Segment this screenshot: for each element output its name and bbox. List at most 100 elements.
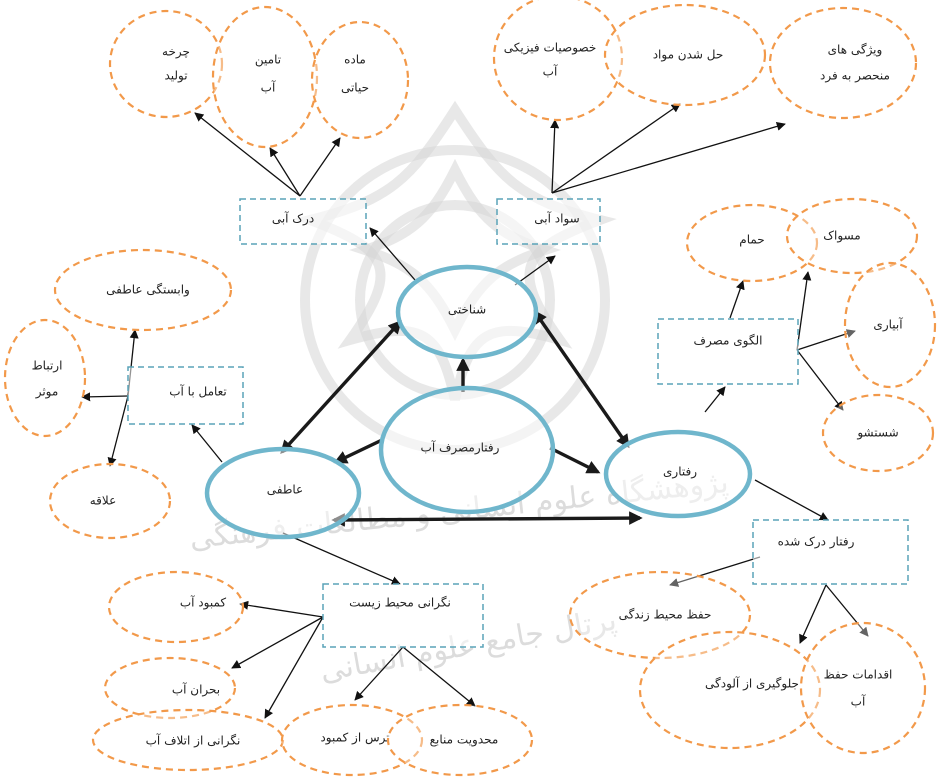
center-node-label: رفتارمصرف آب xyxy=(421,440,500,456)
arrow-env-to-crisis xyxy=(231,616,324,669)
node-bath-line1: حمام xyxy=(739,233,764,247)
node-waste-concern-line1: نگرانی از اتلاف آب xyxy=(146,733,241,749)
box-perceived-behavior: رفتار درک شده xyxy=(752,519,909,585)
node-water-crisis: بحران آب xyxy=(103,656,237,720)
connectors xyxy=(81,103,869,719)
arrow-cognitive-emotional xyxy=(280,319,402,455)
node-waste-concern: نگرانی از اتلاف آب xyxy=(91,708,285,772)
node-toothbrush: مسواک xyxy=(785,197,919,275)
box-interaction-with-water: تعامل با آب xyxy=(127,366,244,425)
arrow-cognitive-behavioral xyxy=(533,309,630,449)
node-water-shortage: کمبود آب xyxy=(107,570,245,644)
arrow-perception-to-living-matter xyxy=(299,137,341,197)
arrow-interaction-to-interest xyxy=(107,395,129,467)
arrow-perceived-to-conservation xyxy=(825,584,869,637)
box-perceived-behavior-label: رفتار درک شده xyxy=(778,535,855,550)
node-physical-properties: خصوصیات فیزیکی آب xyxy=(492,0,624,122)
node-living-matter-line2: حیاتی xyxy=(341,81,369,95)
node-irrigation: آبیاری xyxy=(843,261,937,389)
arrow-pattern-to-bath xyxy=(729,280,745,319)
hub-cognitive-label: شناختی xyxy=(448,303,486,317)
arrow-pattern-to-toothbrush xyxy=(796,271,812,351)
node-effective-relation-line1: ارتباط xyxy=(32,359,63,374)
node-interest: علاقه xyxy=(48,462,172,540)
node-dissolving-line1: حل شدن مواد xyxy=(653,48,724,63)
arrow-literacy-to-physical xyxy=(550,119,560,194)
node-water-conservation: اقدامات حفظ آب xyxy=(799,621,927,755)
node-effective-relation: ارتباط موثر xyxy=(3,318,87,438)
arrow-center-to-behavioral xyxy=(549,446,601,474)
node-living-matter-line1: ماده xyxy=(344,53,366,67)
leaf-nodes: چرخه تولید تامین آب ماده حیاتی خصوصیات ف… xyxy=(3,0,937,777)
arrow-emotional-behavioral xyxy=(331,511,643,527)
hub-emotional-label: عاطفی xyxy=(267,483,303,497)
arrow-emotional-to-environment xyxy=(282,532,401,585)
node-irrigation-line1: آبیاری xyxy=(873,317,903,333)
category-boxes: درک آبی سواد آبی تعامل با آب الگوی مصرف … xyxy=(127,198,909,648)
node-production-cycle-line2: تولید xyxy=(164,69,187,84)
node-effective-relation-line2: موثر xyxy=(35,385,59,400)
arrow-perception-to-production-cycle xyxy=(194,112,301,197)
hub-emotional: عاطفی xyxy=(204,446,362,540)
arrow-literacy-to-dissolving xyxy=(551,103,681,194)
arrow-env-to-resource xyxy=(402,646,476,707)
arrow-perceived-to-life xyxy=(669,556,761,587)
node-bath: حمام xyxy=(685,203,819,283)
node-unique-features: ویژگی های منحصر به فرد xyxy=(768,6,918,120)
box-environmental-concern: نگرانی محیط زیست xyxy=(322,583,484,648)
box-water-literacy-label: سواد آبی xyxy=(534,211,579,227)
arrow-cognitive-to-literacy xyxy=(514,255,556,286)
hub-behavioral-label: رفتاری xyxy=(663,465,697,480)
box-water-perception: درک آبی xyxy=(239,198,367,245)
arrow-interaction-to-effective xyxy=(81,392,129,402)
arrow-emotional-to-interaction xyxy=(191,424,223,463)
node-physical-properties-line1: خصوصیات فیزیکی xyxy=(504,41,597,56)
node-water-conservation-line1: اقدامات حفظ xyxy=(824,668,893,682)
node-resource-limit: محدویت منابع xyxy=(386,703,534,777)
node-pollution-prevention: جلوگیری از آلودگی xyxy=(638,630,822,750)
arrow-cognitive-to-perception xyxy=(369,227,416,281)
hub-nodes: شناختی عاطفی رفتاری رفتارمصرف آب xyxy=(204,264,753,540)
node-dissolving: حل شدن مواد xyxy=(603,3,767,107)
node-life-protection-line1: حفظ محیط زندگی xyxy=(619,608,712,623)
hub-cognitive: شناختی xyxy=(395,264,539,360)
arrow-behavioral-to-pattern xyxy=(704,386,726,413)
node-fear-shortage-line1: ترس از کمبود xyxy=(320,731,389,746)
node-living-matter: ماده حیاتی xyxy=(310,20,410,140)
node-fear-shortage: ترس از کمبود xyxy=(280,703,424,777)
node-emotional-attachment: وابستگی عاطفی xyxy=(53,248,233,332)
node-water-conservation-line2: آب xyxy=(851,694,866,709)
arrow-behavioral-to-perceived xyxy=(754,479,829,521)
node-production-cycle: چرخه تولید xyxy=(108,9,224,119)
arrow-pattern-to-washing xyxy=(796,349,844,411)
arrow-env-to-shortage xyxy=(239,600,324,618)
node-unique-features-line1: ویژگی های xyxy=(828,43,883,58)
node-washing-line1: شستشو xyxy=(856,426,898,441)
arrow-perceived-to-pollution xyxy=(799,584,827,644)
hub-behavioral: رفتاری xyxy=(603,429,753,519)
node-toothbrush-line1: مسواک xyxy=(823,229,860,244)
box-consumption-pattern: الگوی مصرف xyxy=(657,318,799,385)
box-environmental-concern-label: نگرانی محیط زیست xyxy=(349,596,451,611)
node-pollution-prevention-line1: جلوگیری از آلودگی xyxy=(705,676,799,692)
node-washing: شستشو xyxy=(821,393,935,473)
node-unique-features-line2: منحصر به فرد xyxy=(820,69,890,84)
box-water-perception-label: درک آبی xyxy=(272,211,314,227)
arrow-center-to-emotional xyxy=(333,438,383,464)
arrow-env-to-fear xyxy=(354,646,404,701)
node-water-crisis-line1: بحران آب xyxy=(172,682,220,698)
node-life-protection: حفظ محیط زندگی xyxy=(568,570,752,660)
node-production-cycle-line1: چرخه xyxy=(162,45,190,60)
center-node: رفتارمصرف آب xyxy=(378,385,556,515)
arrow-literacy-to-unique xyxy=(551,121,786,194)
node-interest-line1: علاقه xyxy=(90,494,117,508)
arrow-env-to-waste xyxy=(264,616,324,719)
box-water-literacy: سواد آبی xyxy=(496,198,601,245)
node-water-supply-line1: تامین xyxy=(255,53,281,68)
node-emotional-attachment-line1: وابستگی عاطفی xyxy=(106,283,190,298)
arrow-perception-to-water-supply xyxy=(269,147,301,197)
box-consumption-pattern-label: الگوی مصرف xyxy=(694,334,763,349)
node-physical-properties-line2: آب xyxy=(543,64,558,79)
node-resource-limit-line1: محدویت منابع xyxy=(430,733,499,748)
